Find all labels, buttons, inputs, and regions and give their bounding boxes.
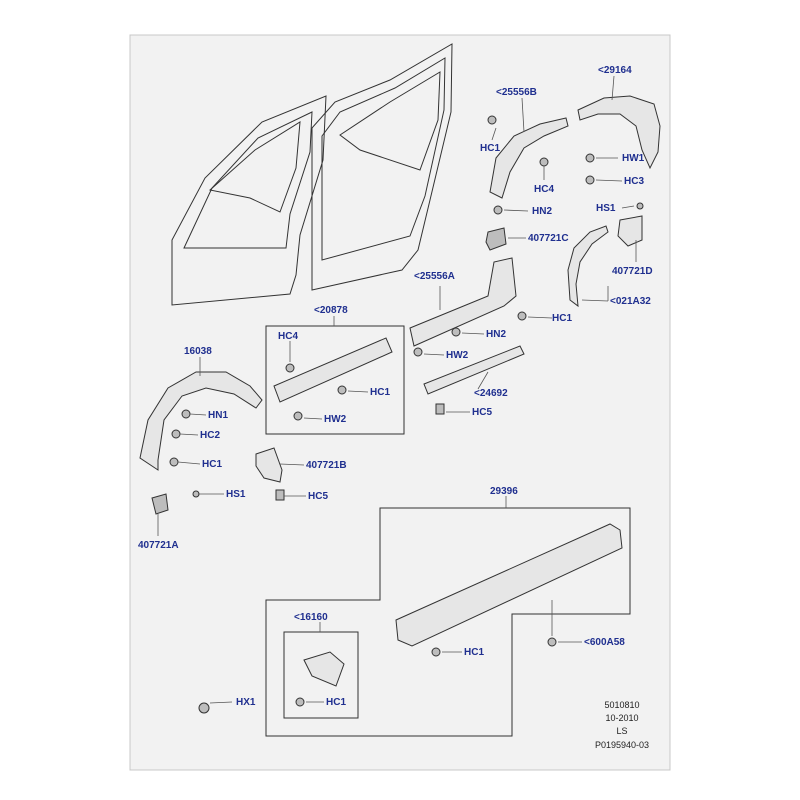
fastener-hc1-d bbox=[169, 457, 179, 467]
label-407721c: 407721C bbox=[528, 233, 569, 244]
part-407721d bbox=[617, 215, 643, 247]
footer-line3: LS bbox=[616, 726, 627, 736]
fastener-hc2 bbox=[171, 429, 181, 439]
label-hc1-e: HC1 bbox=[464, 647, 484, 658]
part-407721b bbox=[255, 447, 283, 483]
label-hw2-b: HW2 bbox=[324, 414, 347, 425]
label-hc4-a: HC4 bbox=[534, 184, 554, 195]
fastener-hn1 bbox=[181, 409, 191, 419]
fastener-hs1-a bbox=[636, 202, 644, 210]
label-hc5-a: HC5 bbox=[472, 407, 492, 418]
label-hc1-a: HC1 bbox=[480, 143, 500, 154]
label-600a58: <600A58 bbox=[584, 637, 625, 648]
part-407721c bbox=[485, 227, 507, 251]
label-hc2: HC2 bbox=[200, 430, 220, 441]
label-hn2-a: HN2 bbox=[532, 206, 552, 217]
part-16038 bbox=[139, 371, 263, 471]
part-29396 bbox=[395, 523, 623, 647]
fastener-hx1 bbox=[198, 702, 210, 714]
label-hc1-d: HC1 bbox=[202, 459, 222, 470]
fastener-hc5-b bbox=[275, 489, 285, 501]
label-16160: <16160 bbox=[294, 612, 328, 623]
box-20878 bbox=[265, 325, 405, 435]
footer-line2: 10-2010 bbox=[605, 713, 638, 723]
part-20878 bbox=[273, 337, 393, 403]
part-16160 bbox=[303, 651, 345, 687]
fastener-hc4-b bbox=[285, 363, 295, 373]
label-hw2-a: HW2 bbox=[446, 350, 469, 361]
footer-line4: P0195940-03 bbox=[595, 740, 649, 750]
label-hx1: HX1 bbox=[236, 697, 256, 708]
fastener-600a58 bbox=[547, 637, 557, 647]
fastener-hc1-a bbox=[487, 115, 497, 125]
part-021a32 bbox=[567, 225, 609, 308]
fastener-hc1-b bbox=[517, 311, 527, 321]
label-16038: 16038 bbox=[184, 346, 212, 357]
label-hs1-b: HS1 bbox=[226, 489, 246, 500]
fastener-hc4-a bbox=[539, 157, 549, 167]
fastener-hc5-a bbox=[435, 403, 445, 415]
box-29396 bbox=[265, 507, 631, 737]
fastener-hw2-a bbox=[413, 347, 423, 357]
fastener-hw2-b bbox=[293, 411, 303, 421]
label-021a32: <021A32 bbox=[610, 296, 651, 307]
fastener-hc3 bbox=[585, 175, 595, 185]
part-29164 bbox=[577, 95, 661, 170]
fastener-hw1 bbox=[585, 153, 595, 163]
label-25556a: <25556A bbox=[414, 271, 455, 282]
part-407721a bbox=[151, 493, 169, 515]
diagram-background bbox=[129, 34, 671, 771]
label-407721d: 407721D bbox=[612, 266, 653, 277]
fastener-hc1-c bbox=[337, 385, 347, 395]
label-hs1-a: HS1 bbox=[596, 203, 616, 214]
fastener-hc1-e bbox=[431, 647, 441, 657]
label-25556b: <25556B bbox=[496, 87, 537, 98]
part-25556b bbox=[489, 117, 569, 199]
label-hn1: HN1 bbox=[208, 410, 228, 421]
box-16160 bbox=[283, 631, 359, 719]
label-20878: <20878 bbox=[314, 305, 348, 316]
label-24692: <24692 bbox=[474, 388, 508, 399]
doors-outline bbox=[171, 43, 453, 306]
label-407721a: 407721A bbox=[138, 540, 179, 551]
fastener-hn2-a bbox=[493, 205, 503, 215]
label-hc4-b: HC4 bbox=[278, 331, 298, 342]
fastener-hn2-b bbox=[451, 327, 461, 337]
label-hc5-b: HC5 bbox=[308, 491, 328, 502]
label-407721b: 407721B bbox=[306, 460, 347, 471]
leader-lines bbox=[157, 75, 637, 704]
part-24692 bbox=[423, 345, 525, 395]
label-29164: <29164 bbox=[598, 65, 632, 76]
label-hn2-b: HN2 bbox=[486, 329, 506, 340]
label-hc1-b: HC1 bbox=[552, 313, 572, 324]
label-hc1-f: HC1 bbox=[326, 697, 346, 708]
label-hc3: HC3 bbox=[624, 176, 644, 187]
label-hc1-c: HC1 bbox=[370, 387, 390, 398]
fastener-hc1-f bbox=[295, 697, 305, 707]
footer-line1: 5010810 bbox=[604, 700, 639, 710]
label-hw1: HW1 bbox=[622, 153, 645, 164]
label-29396: 29396 bbox=[490, 486, 518, 497]
part-25556a bbox=[409, 257, 517, 347]
